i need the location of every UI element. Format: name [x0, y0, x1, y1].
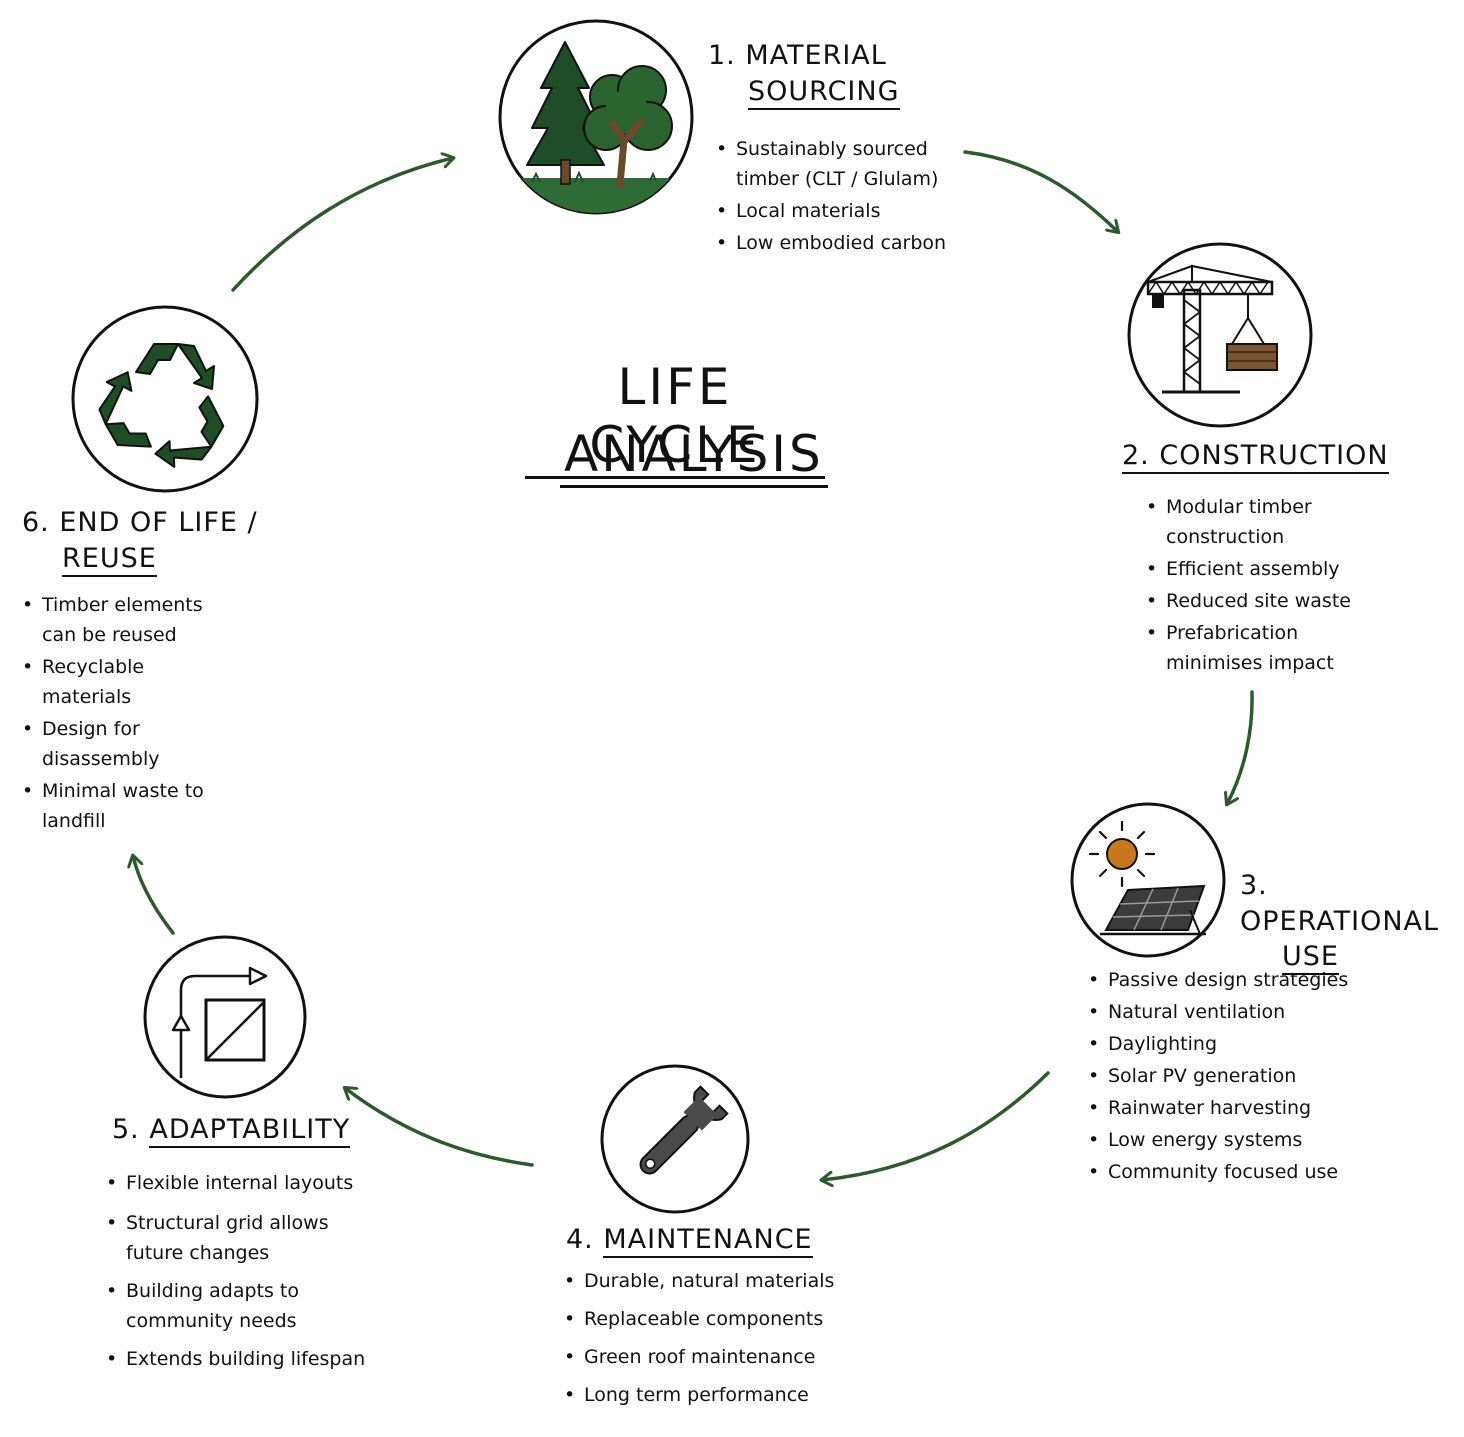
stage-6-heading: 6. END OF LIFE / REUSE: [22, 505, 258, 577]
arrow-2-to-3: [1227, 690, 1254, 804]
stage-3-bullet: Rainwater harvesting: [1088, 1093, 1408, 1123]
arrow-4-to-5: [345, 1088, 534, 1167]
stage-3-bullet: Community focused use: [1088, 1157, 1408, 1187]
stage-2-heading: 2. CONSTRUCTION: [1122, 438, 1389, 474]
stage-2-bullet: Reduced site waste: [1146, 586, 1376, 616]
stage-6-bullet: Minimal waste to landfill: [22, 776, 237, 836]
trees-icon: [498, 19, 694, 215]
stage-5-bullets: Flexible internal layouts Structural gri…: [106, 1168, 376, 1376]
arrow-5-to-6: [133, 856, 175, 935]
cycle-arrows: [133, 150, 1254, 1180]
stage-3-bullet: Solar PV generation: [1088, 1061, 1408, 1091]
stage-1-bullet: Sustainably sourced timber (CLT / Glulam…: [716, 134, 966, 194]
stage-4-bullet: Long term performance: [564, 1380, 884, 1410]
arrow-3-to-4: [822, 1071, 1050, 1180]
stage-3-heading: 3. OPERATIONAL USE: [1240, 868, 1464, 976]
stage-4-bullet: Green roof maintenance: [564, 1342, 884, 1372]
stage-4-bullet: Replaceable components: [564, 1304, 884, 1334]
stage-6-bullet: Timber elements can be reused: [22, 590, 237, 650]
stage-2-bullet: Prefabrication minimises impact: [1146, 618, 1376, 678]
solar-panel-icon: [1070, 802, 1226, 958]
stage-3-bullet: Passive design strategies: [1088, 965, 1408, 995]
stage-6-bullets: Timber elements can be reused Recyclable…: [22, 590, 237, 838]
stage-3-bullet: Natural ventilation: [1088, 997, 1408, 1027]
stage-1-heading: 1. MATERIAL SOURCING: [708, 38, 900, 110]
diagram-title-line1: LIFE CYCLE: [525, 358, 825, 479]
stage-5-bullet: Flexible internal layouts: [106, 1168, 376, 1198]
stage-2-bullet: Efficient assembly: [1146, 554, 1376, 584]
stage-6-bullet: Recyclable materials: [22, 652, 237, 712]
stage-5-bullet: Building adapts to community needs: [106, 1276, 376, 1336]
recycle-icon: [71, 305, 259, 493]
stage-4-bullet: Durable, natural materials: [564, 1266, 884, 1296]
wrench-icon: [600, 1064, 750, 1214]
stage-3-bullet: Daylighting: [1088, 1029, 1408, 1059]
adapt-layout-icon: [143, 935, 307, 1099]
arrow-6-to-1: [231, 158, 453, 292]
arrow-1-to-2: [963, 150, 1118, 232]
stage-1-bullet: Low embodied carbon: [716, 228, 966, 258]
stage-5-bullet: Extends building lifespan: [106, 1344, 376, 1374]
stage-4-heading: 4. MAINTENANCE: [566, 1222, 813, 1258]
stage-5-bullet: Structural grid allows future changes: [106, 1208, 376, 1268]
stage-3-bullet: Low energy systems: [1088, 1125, 1408, 1155]
stage-1-bullet: Local materials: [716, 196, 966, 226]
stage-6-bullet: Design for disassembly: [22, 714, 237, 774]
stage-5-heading: 5. ADAPTABILITY: [112, 1112, 351, 1148]
stage-2-bullets: Modular timber construction Efficient as…: [1146, 492, 1376, 680]
crane-icon: [1127, 242, 1313, 428]
stage-2-bullet: Modular timber construction: [1146, 492, 1376, 552]
stage-1-bullets: Sustainably sourced timber (CLT / Glulam…: [716, 134, 966, 260]
diagram-title-line2: ANALYSIS: [560, 425, 828, 488]
stage-4-bullets: Durable, natural materials Replaceable c…: [564, 1266, 884, 1412]
stage-3-bullets: Passive design strategies Natural ventil…: [1088, 965, 1408, 1189]
